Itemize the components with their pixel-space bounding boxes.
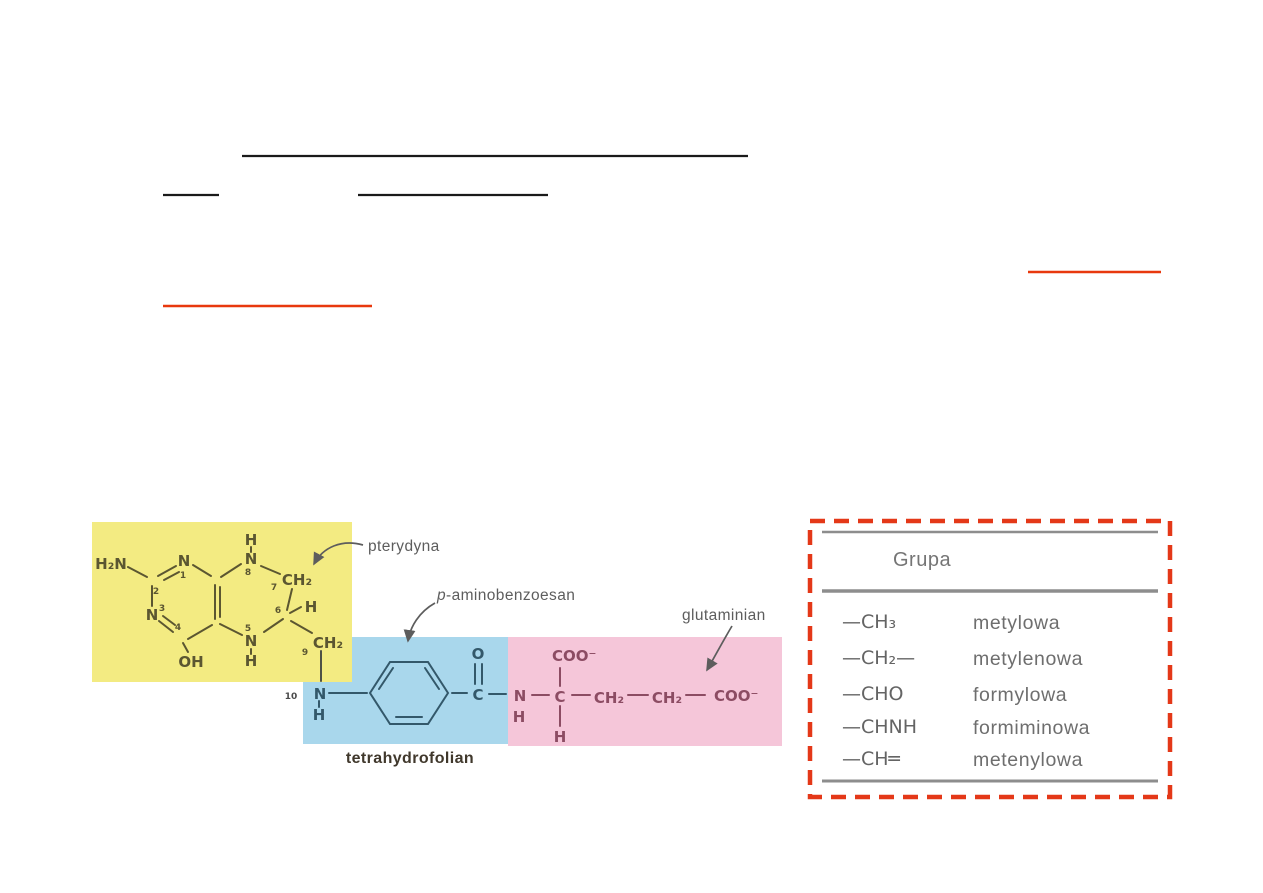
bond <box>260 565 281 575</box>
atom-h8: H <box>245 531 258 549</box>
atom-ch2-beta: CH₂ <box>594 689 624 707</box>
bond <box>162 615 176 626</box>
callout-arrows <box>313 542 733 672</box>
glutamate-highlight <box>508 637 782 746</box>
glutamate-arrow <box>706 625 733 672</box>
bond <box>290 620 313 634</box>
atom-h10: H <box>313 706 326 724</box>
atom-o-carbonyl: O <box>472 645 485 663</box>
label-paba: p-aminobenzoesan <box>437 587 575 605</box>
pteridine-bonds <box>127 546 322 682</box>
bond <box>424 667 440 690</box>
bond <box>286 588 293 611</box>
benzene-ring <box>368 661 450 725</box>
label-glutamate-text: glutaminian <box>682 607 766 624</box>
label-paba-rest: -aminobenzoesan <box>446 587 576 604</box>
paba-atoms: N H O C <box>313 645 485 724</box>
atom-n-amide: N <box>514 687 527 705</box>
bond <box>219 623 243 636</box>
table-row-formula: —CH₂— <box>842 647 916 669</box>
atom-n5: N <box>245 632 258 650</box>
label-pteridine: pterydyna <box>368 538 440 556</box>
table-row-name: formiminowa <box>973 717 1091 739</box>
table-row-name: metylenowa <box>973 648 1084 670</box>
bond <box>378 667 394 690</box>
ring-number-9: 9 <box>302 648 308 658</box>
ring-number-7: 7 <box>271 583 277 593</box>
blank-underlines <box>163 154 748 197</box>
atom-ch2-9: CH₂ <box>313 634 343 652</box>
bond <box>187 624 213 640</box>
atom-coo-top: COO⁻ <box>552 647 596 665</box>
atom-oh: OH <box>178 653 203 671</box>
ring-number-4: 4 <box>175 623 181 633</box>
ring-number-8: 8 <box>245 568 251 578</box>
atom-h-alpha: H <box>554 728 567 746</box>
atom-n3: N <box>146 606 159 624</box>
component-highlights <box>92 522 782 746</box>
table-header-grupa: Grupa <box>893 549 952 571</box>
table-row-formula: —CH₃ <box>842 611 897 633</box>
atom-h6: H <box>305 598 318 616</box>
paba-bonds <box>318 661 507 725</box>
table-row-name: metylowa <box>973 612 1061 634</box>
ring-number-6: 6 <box>275 606 281 616</box>
ring-number-3: 3 <box>159 604 165 614</box>
bond <box>289 606 302 614</box>
atom-h-amide: H <box>513 708 526 726</box>
table-row-formula: —CHO <box>842 683 904 705</box>
pteridine-arrow <box>313 542 364 566</box>
label-paba-prefix: p <box>437 587 447 604</box>
atom-n10: N <box>314 685 327 703</box>
bond <box>163 571 180 581</box>
ring-number-2: 2 <box>153 587 159 597</box>
bond <box>220 563 242 578</box>
atom-n8: N <box>245 550 258 568</box>
bond <box>158 620 174 633</box>
glutamate-bonds <box>531 667 706 727</box>
bond <box>263 618 284 633</box>
pteridine-atoms: H₂N N N OH H N CH₂ H N H CH₂ 1 2 3 4 5 6… <box>95 531 343 702</box>
atom-ch2-gamma: CH₂ <box>652 689 682 707</box>
table-row-name: formylowa <box>973 684 1068 706</box>
atom-n1: N <box>178 552 191 570</box>
label-glutamate: glutaminian <box>682 607 766 625</box>
atom-c-carbonyl: C <box>472 686 483 704</box>
table-row-formula: —CHNH <box>842 716 918 738</box>
atom-h5: H <box>245 652 258 670</box>
table-row-name: metenylowa <box>973 749 1084 771</box>
bond <box>182 642 189 653</box>
ring-number-10: 10 <box>285 692 298 702</box>
pteridine-highlight <box>92 522 352 682</box>
red-dashed-border <box>807 518 1173 800</box>
bond <box>192 564 212 577</box>
paba-arrow <box>403 602 436 643</box>
atom-c-alpha: C <box>554 688 565 706</box>
ring-number-5: 5 <box>245 624 251 634</box>
atom-ch2-7: CH₂ <box>282 571 312 589</box>
label-pteridine-text: pterydyna <box>368 538 440 555</box>
figure-caption: tetrahydrofolian <box>345 750 475 767</box>
glutamate-atoms: N H COO⁻ C CH₂ CH₂ COO⁻ H <box>513 647 759 746</box>
atom-coo-end: COO⁻ <box>714 687 758 705</box>
atom-h2n: H₂N <box>95 555 127 573</box>
bond <box>127 566 148 578</box>
table-row-formula: —CH═ <box>842 748 900 770</box>
table-frame <box>807 518 1173 800</box>
ring-number-1: 1 <box>180 571 186 581</box>
red-underlines <box>163 270 1161 308</box>
bond <box>157 565 177 577</box>
